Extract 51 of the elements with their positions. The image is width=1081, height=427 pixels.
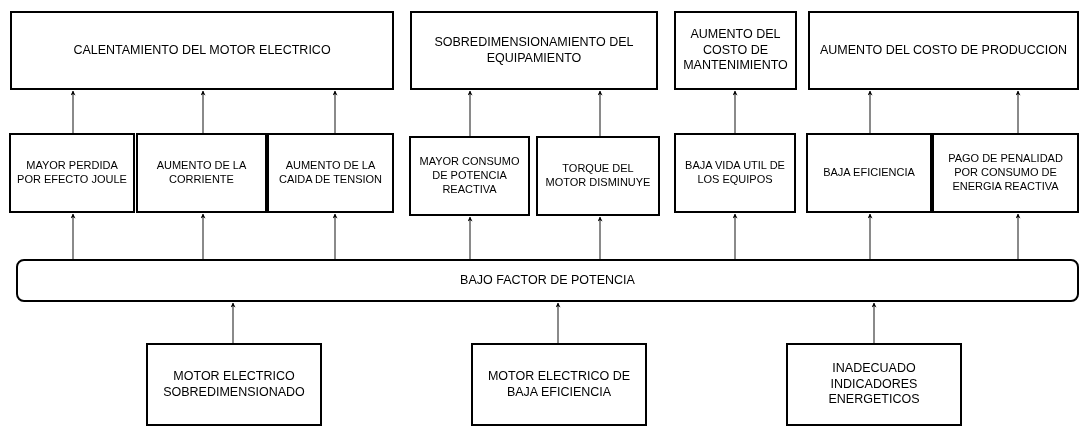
arrow	[467, 216, 473, 260]
box-text: MAYOR CONSUMO DE POTENCIA REACTIVA	[418, 155, 521, 197]
text-box	[536, 136, 660, 216]
text-box	[136, 133, 267, 213]
text-box	[146, 343, 322, 426]
arrow	[70, 213, 76, 260]
box-text: INADECUADO INDICADORES ENERGETICOS	[827, 361, 921, 408]
text-box	[674, 11, 797, 90]
arrow	[732, 90, 738, 134]
arrow	[332, 213, 338, 260]
box-text: BAJA VIDA UTIL DE LOS EQUIPOS	[684, 159, 786, 187]
arrow	[732, 213, 738, 260]
arrow	[332, 90, 338, 134]
text-box	[932, 133, 1079, 213]
text-box	[786, 343, 962, 426]
box-text: TORQUE DEL MOTOR DISMINUYE	[544, 162, 652, 190]
box-text: AUMENTO DEL COSTO DE MANTENIMIENTO	[682, 27, 789, 74]
text-box	[267, 133, 394, 213]
box-text: CALENTAMIENTO DEL MOTOR ELECTRICO	[73, 42, 331, 59]
box-text: MAYOR PERDIDA POR EFECTO JOULE	[16, 159, 128, 187]
box-text: BAJA EFICIENCIA	[823, 166, 915, 180]
arrow	[230, 302, 236, 344]
arrow	[597, 90, 603, 137]
box-text: AUMENTO DE LA CORRIENTE	[155, 159, 248, 187]
arrow	[597, 216, 603, 260]
arrow	[1015, 213, 1021, 260]
box-text: BAJO FACTOR DE POTENCIA	[460, 272, 635, 289]
box-text: AUMENTO DEL COSTO DE PRODUCCION	[820, 42, 1067, 59]
text-box	[10, 11, 394, 90]
arrow	[70, 90, 76, 134]
text-box	[410, 11, 658, 90]
arrow	[1015, 90, 1021, 134]
arrow	[555, 302, 561, 344]
text-box	[409, 136, 530, 216]
box-text: AUMENTO DE LA CAIDA DE TENSION	[277, 159, 384, 187]
box-text: MOTOR ELECTRICO DE BAJA EFICIENCIA	[486, 368, 632, 401]
text-box	[471, 343, 647, 426]
text-box	[674, 133, 796, 213]
text-box	[808, 11, 1079, 90]
box-text: MOTOR ELECTRICO SOBREDIMENSIONADO	[162, 368, 306, 401]
arrow	[200, 90, 206, 134]
rounded-box	[16, 259, 1079, 302]
box-text: PAGO DE PENALIDAD POR CONSUMO DE ENERGIA REACTIVA	[947, 152, 1064, 194]
text-box	[806, 133, 932, 213]
arrow	[867, 213, 873, 260]
box-text: SOBREDIMENSIONAMIENTO DEL EQUIPAMIENTO	[433, 34, 635, 67]
arrow	[467, 90, 473, 137]
arrow	[871, 302, 877, 344]
text-box	[9, 133, 135, 213]
arrow	[867, 90, 873, 134]
arrow	[200, 213, 206, 260]
